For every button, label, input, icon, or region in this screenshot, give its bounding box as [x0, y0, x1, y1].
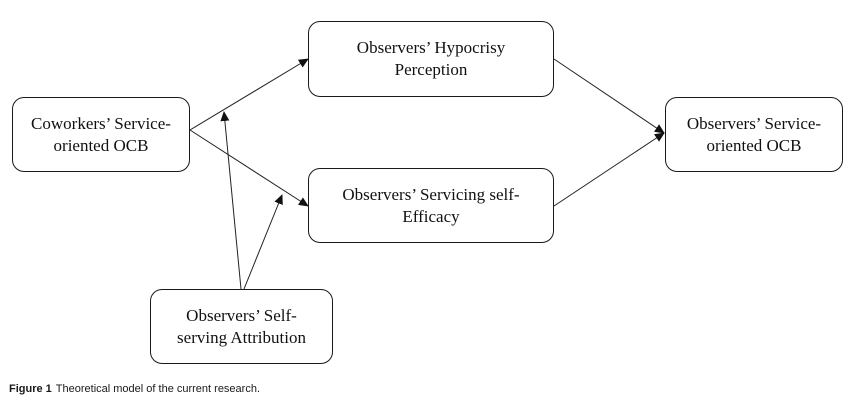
- node-label-line: Observers’ Self-: [186, 305, 297, 325]
- node-observers-servicing-self-efficacy: Observers’ Servicing self- Efficacy: [308, 168, 554, 243]
- node-label-line: Efficacy: [402, 206, 460, 226]
- node-label-line: oriented OCB: [53, 135, 149, 155]
- node-label-line: Perception: [394, 60, 468, 79]
- node-observers-hypocrisy-perception: Observers’ Hypocrisy Perception: [308, 21, 554, 97]
- edge-efficacy-to-outcome: [553, 132, 665, 207]
- edge-coworkers-to-hypocrisy: [189, 58, 309, 131]
- node-observers-self-serving-attribution: Observers’ Self- serving Attribution: [150, 289, 333, 364]
- node-label-line: Observers’ Hypocrisy: [356, 38, 506, 57]
- edge-hypocrisy-to-outcome: [553, 58, 665, 134]
- node-label-line: Coworkers’ Service-: [31, 113, 171, 133]
- node-coworkers-service-oriented-ocb: Coworkers’ Service- oriented OCB: [12, 97, 190, 172]
- figure-caption-label: Figure 1: [9, 383, 52, 395]
- node-label-line: serving Attribution: [177, 327, 306, 347]
- edge-coworkers-to-efficacy: [189, 129, 309, 207]
- figure-caption-text: Theoretical model of the current researc…: [55, 383, 261, 395]
- edge-attribution-moderates-hypocrisy-path: [220, 111, 242, 290]
- node-label-line: oriented OCB: [706, 135, 802, 155]
- node-label-line: Observers’ Service-: [686, 113, 822, 133]
- node-label-line: Observers’ Servicing self-: [342, 184, 520, 204]
- edge-attribution-moderates-efficacy-path: [243, 194, 283, 290]
- node-observers-service-oriented-ocb: Observers’ Service- oriented OCB: [665, 97, 843, 172]
